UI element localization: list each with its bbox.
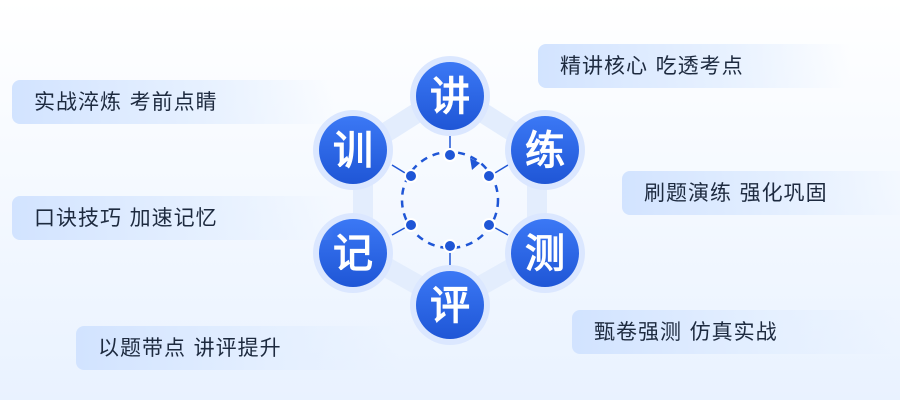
node-char-jiang: 讲 [430, 74, 470, 120]
node-char-ping: 评 [430, 283, 470, 329]
node-char-lian: 练 [525, 128, 565, 174]
cycle-dot [404, 169, 418, 183]
node-jiang: 讲 [410, 56, 490, 136]
cycle-dot [443, 148, 457, 162]
label-lian: 刷题演练 强化巩固 [622, 171, 900, 215]
node-xun: 训 [313, 110, 393, 190]
label-ping: 以题带点 讲评提升 [76, 326, 398, 370]
node-char-xun: 训 [333, 128, 373, 174]
node-ce: 测 [505, 213, 585, 293]
label-xun: 实战淬炼 考前点睛 [12, 80, 334, 124]
node-ping: 评 [410, 265, 490, 345]
dashed-cycle-circle [400, 150, 500, 250]
label-ji: 口诀技巧 加速记忆 [12, 196, 334, 240]
cycle-dot [482, 218, 496, 232]
node-char-ji: 记 [333, 231, 373, 277]
node-lian: 练 [505, 110, 585, 190]
cycle-dot [443, 239, 457, 253]
cycle-dot [404, 218, 418, 232]
label-jiang: 精讲核心 吃透考点 [538, 44, 850, 88]
cycle-dots [404, 148, 496, 253]
node-char-ce: 测 [525, 231, 565, 277]
cycle-dot [482, 169, 496, 183]
cycle-arrow-head-icon [470, 158, 480, 170]
label-ce: 甄卷强测 仿真实战 [572, 310, 894, 354]
